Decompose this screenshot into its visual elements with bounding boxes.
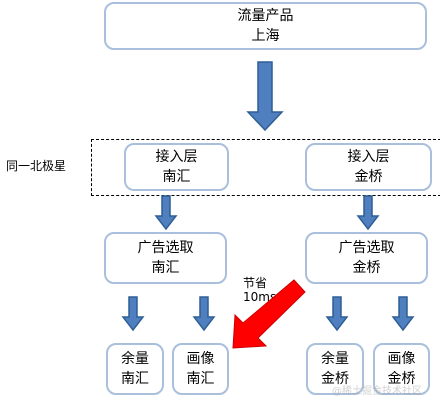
box-location: 南汇	[186, 371, 215, 387]
down-arrow-icon	[246, 61, 284, 132]
box-title: 画像	[387, 351, 416, 367]
box-title: 余量	[121, 351, 149, 367]
box-remaining-nanhui: 余量 南汇	[106, 343, 164, 395]
box-location: 金桥	[387, 371, 416, 387]
box-location: 南汇	[121, 371, 149, 387]
box-profile-jinqiao: 画像 金桥	[373, 343, 430, 395]
box-ad-select-nanhui: 广告选取 南汇	[104, 232, 227, 284]
box-title: 广告选取	[338, 240, 395, 256]
box-location: 金桥	[321, 371, 349, 387]
box-location: 南汇	[151, 260, 180, 276]
savings-annotation: 节省 10ms	[243, 276, 276, 304]
down-arrow-icon	[356, 195, 380, 231]
box-title: 余量	[321, 351, 349, 367]
same-north-star-group	[91, 139, 440, 196]
box-title: 接入层	[155, 149, 198, 165]
group-label: 同一北极星	[6, 159, 67, 173]
box-traffic-product-shanghai: 流量产品 上海	[104, 2, 427, 50]
box-access-nanhui: 接入层 南汇	[124, 143, 229, 191]
box-title: 流量产品	[237, 8, 294, 24]
box-access-jinqiao: 接入层 金桥	[305, 143, 432, 191]
down-arrow-icon	[325, 296, 349, 332]
box-title: 画像	[186, 351, 215, 367]
box-ad-select-jinqiao: 广告选取 金桥	[305, 232, 428, 284]
annotation-line2: 10ms	[243, 290, 277, 304]
box-location: 金桥	[352, 260, 381, 276]
highlight-arrow-icon	[232, 279, 306, 349]
box-title: 接入层	[347, 149, 390, 165]
down-arrow-icon	[391, 296, 415, 332]
box-location: 南汇	[162, 169, 191, 185]
box-location: 金桥	[354, 169, 383, 185]
box-location: 上海	[251, 28, 280, 44]
box-title: 广告选取	[137, 240, 194, 256]
down-arrow-icon	[192, 296, 216, 332]
annotation-line1: 节省	[243, 276, 268, 290]
down-arrow-icon	[121, 296, 145, 332]
box-profile-nanhui: 画像 南汇	[172, 343, 229, 395]
box-remaining-jinqiao: 余量 金桥	[306, 343, 364, 395]
watermark: @稀土掘金技术社区	[332, 386, 422, 397]
down-arrow-icon	[154, 195, 178, 231]
